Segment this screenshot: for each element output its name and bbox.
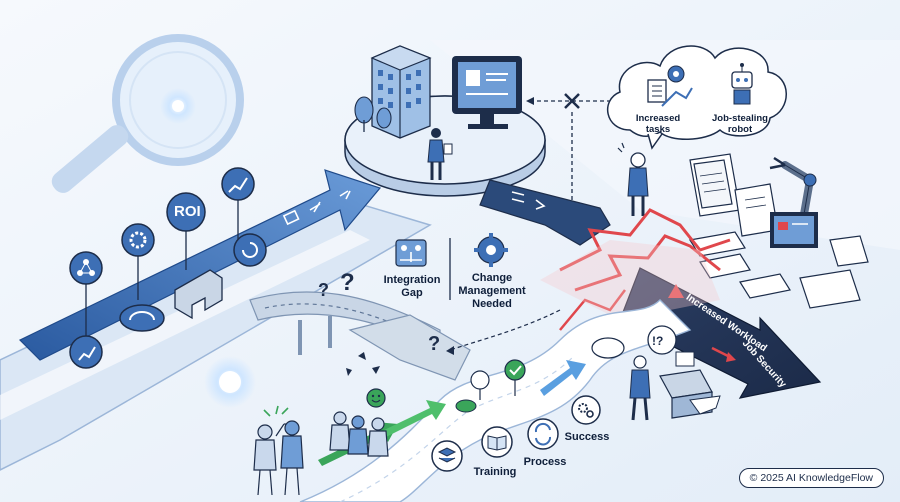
risk-arrow-link [711,346,729,358]
glow-orb-core [219,371,241,393]
thought-cloud [606,45,787,150]
checkpoint-pins [366,359,526,413]
job-stealing-robot-label: Job-stealing robot [712,113,768,135]
speech-bubble [647,325,677,355]
bar-chart-icon [69,335,103,369]
dashed-connector-head [446,346,454,355]
svg-text:?: ? [318,280,329,300]
roi-label: ROI [174,203,201,220]
svg-text:?: ? [340,269,355,296]
winding-path-dashes [339,354,576,502]
gear-icon [121,223,155,257]
change-management-label: Change Management Needed [458,272,526,310]
change-management-gear-icon [474,233,508,267]
network-icon [69,251,103,285]
person-with-tablet [427,128,453,180]
broken-slab [348,314,471,381]
success-label: Success [564,431,610,443]
copyright-badge: © 2025 AI KnowledgeFlow [738,468,884,488]
metric-icons [69,167,267,369]
arrow-icons [282,190,351,226]
blocked-arrow-marks [511,191,546,210]
warning-icon [668,284,684,298]
main-road-lane [0,230,370,420]
cross-icon [564,93,580,109]
blocked-arrow [479,179,611,246]
process-cycle-icon [527,418,559,450]
red-crack-lines [540,208,731,331]
trend-icon [661,87,693,107]
svg-text:!?: !? [652,334,663,348]
smiley-icon [366,388,386,408]
growth-chart-icon [221,167,255,201]
magnifier-icon [51,34,244,193]
training-label: Training [473,466,517,478]
progress-arrow [18,169,382,361]
office-building-icon [354,45,432,139]
robot-icon [731,63,753,105]
bridge-dashes [264,303,421,336]
dashed-connector [449,309,561,351]
risk-arrow-link-head [726,352,736,362]
step-icons [431,395,601,472]
gear-icon [571,395,601,425]
process-label: Process [523,456,567,468]
roi-badge [166,192,206,232]
debris [346,352,380,376]
magnet-block-icon [174,269,223,320]
celebrate-marks [263,405,289,417]
svg-text:?: ? [428,333,440,355]
confused-person [617,142,649,216]
integration-icon [395,239,427,267]
monitor-right [770,212,818,248]
stressed-worker: !? [591,325,721,421]
gauge-icon [119,304,165,332]
integration-gap-label: Integration Gap [383,274,441,299]
team-people [253,411,389,496]
check-icon [504,359,526,381]
computer-monitor-icon [452,56,522,129]
refresh-icon [233,233,267,267]
increased-tasks-label: Increased tasks [635,113,681,135]
lightbulb-icon [470,370,490,390]
